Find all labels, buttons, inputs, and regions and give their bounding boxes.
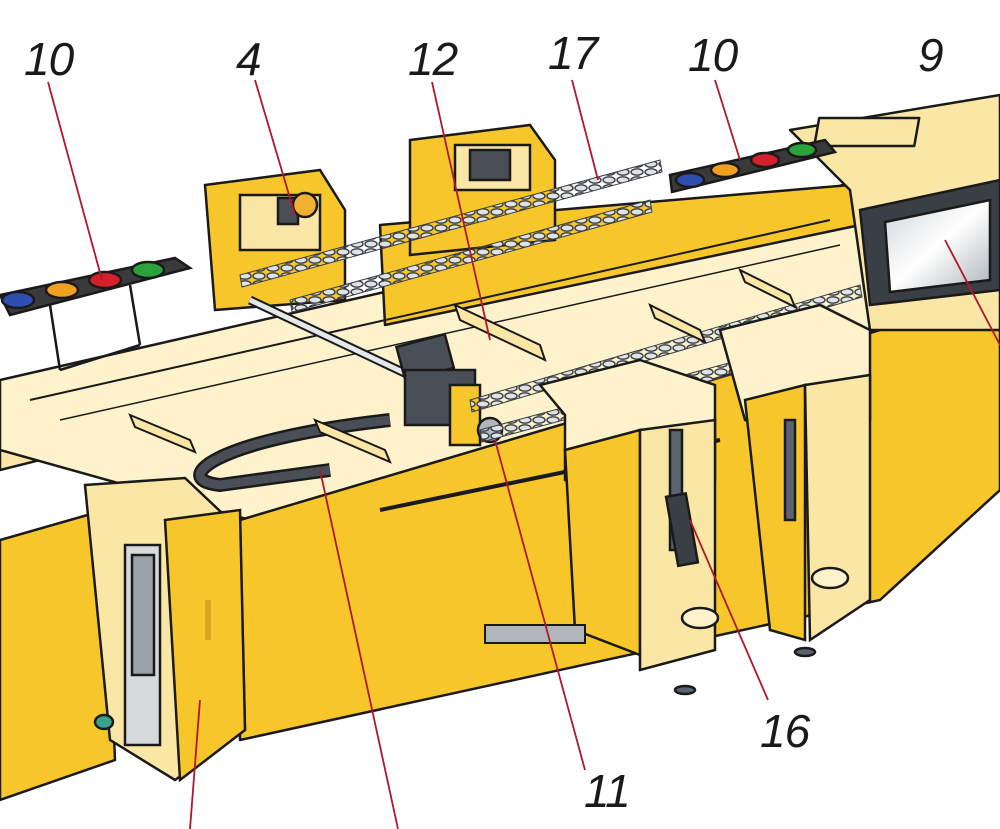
callout-4: 4 xyxy=(236,33,262,85)
bed-slats xyxy=(128,267,797,464)
front-end-cap xyxy=(83,476,247,783)
leader-12 xyxy=(431,81,491,341)
lamp-red xyxy=(87,270,123,290)
signal-lamp-bar-right xyxy=(668,138,838,194)
callout-9: 9 xyxy=(918,29,944,81)
leader-17 xyxy=(571,79,599,181)
callout-12: 12 xyxy=(408,33,458,85)
callout-16: 16 xyxy=(760,705,810,757)
leader-4 xyxy=(254,79,296,216)
callout-10-right: 10 xyxy=(688,29,738,81)
callout-10-left: 10 xyxy=(24,33,74,85)
leader-lines xyxy=(47,79,1000,829)
drive-housing-left xyxy=(203,168,347,312)
leader-10-left xyxy=(47,81,103,281)
lamp-amber xyxy=(44,280,80,300)
display-screen xyxy=(858,178,1000,307)
transfer-rod-motor xyxy=(248,295,504,447)
signal-lamp-bar-left xyxy=(0,256,194,372)
carriage-head-back xyxy=(718,303,872,658)
lamp-blue xyxy=(0,290,36,310)
carriage-head-front xyxy=(537,358,720,696)
leader-9 xyxy=(944,239,1000,346)
leader-bottom-left xyxy=(189,699,201,829)
callout-11: 11 xyxy=(584,765,631,817)
lamp-green xyxy=(130,260,166,280)
leader-10-right xyxy=(714,79,741,161)
left-beam xyxy=(0,508,117,802)
callout-17: 17 xyxy=(548,27,598,79)
leader-11 xyxy=(494,439,586,771)
leader-16 xyxy=(689,519,769,701)
leader-bottom-mid xyxy=(319,469,399,829)
